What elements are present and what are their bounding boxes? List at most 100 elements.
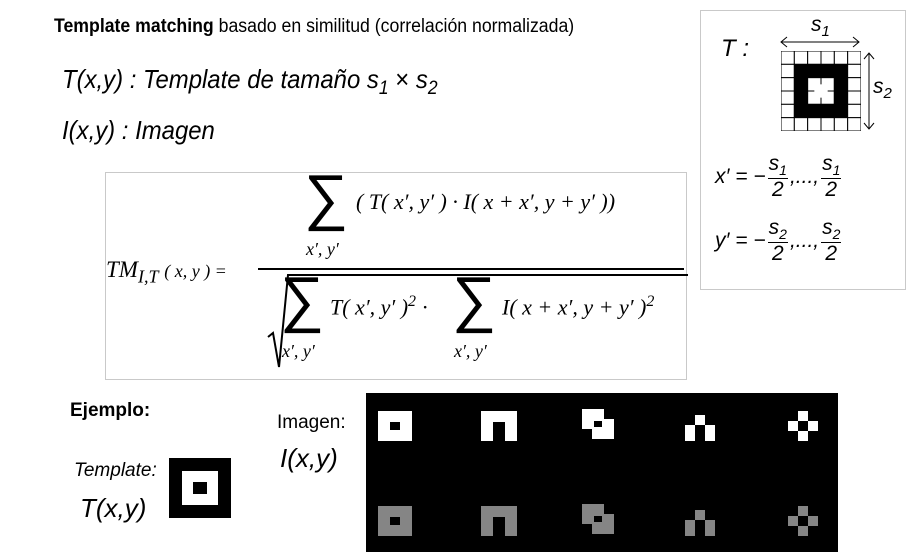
den-exp-1: 2	[408, 293, 417, 310]
grid-center-cell	[814, 84, 828, 98]
grid-cell	[833, 51, 849, 65]
sum-symbol-numerator: ∑	[304, 163, 349, 232]
sum-symbol-den-2: ∑	[452, 265, 497, 334]
numerator-term: ( T( x′, y′ ) · I( x + x′, y + y′ ))	[356, 189, 616, 214]
grid-cell	[820, 117, 835, 131]
x-frac-left: s1 2	[767, 152, 788, 201]
grid-cell	[781, 90, 795, 105]
s1-dim-sub: 1	[821, 23, 830, 41]
s2-dimension-label: s2	[873, 75, 892, 102]
fraction-bar	[258, 268, 684, 270]
template-example-label: Template:	[74, 460, 157, 481]
shape-checker-top	[788, 411, 818, 441]
grid-cell	[833, 77, 849, 92]
grid-cell	[833, 117, 849, 131]
x-prime-range: x′ = − s1 2 ,..., s1 2	[715, 152, 843, 201]
s1-arrow	[780, 36, 860, 48]
grid-cell	[793, 63, 809, 79]
shape-offset-squares-top	[582, 409, 614, 439]
s2-dim-sub: 2	[883, 85, 892, 103]
x-frac-left-den: 2	[771, 177, 784, 201]
grid-cell	[807, 51, 822, 65]
example-image-panel	[366, 393, 838, 552]
template-definition-text: T(x,y) : Template de tamaño	[62, 64, 361, 94]
grid-cell	[793, 51, 809, 65]
example-shapes	[378, 409, 818, 536]
s1-dim-symbol: s	[811, 13, 822, 36]
grid-cell	[781, 63, 795, 79]
den-term-2: I( x + x′, y + y′ )2	[502, 293, 654, 320]
x-prime-eq: x′ = −	[715, 164, 766, 188]
s2-subscript: 2	[427, 78, 438, 100]
template-example-image	[169, 458, 231, 518]
grid-cell	[793, 90, 809, 105]
grid-cell	[847, 51, 861, 65]
s2-arrow	[863, 52, 875, 130]
den-dot: ·	[421, 294, 429, 320]
grid-cell	[833, 90, 849, 105]
shape-arch-bottom	[481, 506, 517, 536]
formula-box: TMI,T ( x, y ) = ∑ x′, y′ ( T( x′, y′ ) …	[105, 167, 688, 380]
y-frac-left-sub: 2	[779, 226, 787, 243]
grid-cell	[781, 77, 795, 92]
image-definition: I(x,y) : Imagen	[62, 115, 215, 145]
sum-index-den-1: x′, y′	[282, 341, 315, 361]
x-frac-right: s1 2	[821, 152, 842, 201]
grid-cell	[847, 103, 861, 119]
s1-symbol: s	[366, 64, 379, 94]
sum-symbol-den-1: ∑	[280, 265, 325, 334]
title-rest: basado en similitud (correlación normali…	[218, 16, 575, 37]
y-prime-eq: y′ = −	[715, 228, 766, 252]
grid-cell	[847, 90, 861, 105]
shape-steps-top	[685, 415, 715, 441]
y-ellipsis: ,...,	[789, 228, 820, 252]
image-example-func: I(x,y)	[280, 443, 338, 473]
y-frac-right: s2 2	[821, 216, 842, 265]
y-frac-right-sub: 2	[832, 226, 841, 243]
grid-cell	[847, 77, 861, 92]
times-symbol: ×	[395, 64, 410, 94]
sqrt-symbol	[267, 274, 688, 368]
shape-offset-squares-bottom	[582, 504, 614, 534]
example-label: Ejemplo:	[70, 400, 151, 421]
title-bold: Template matching	[54, 16, 214, 37]
grid-cell	[793, 77, 809, 92]
grid-cell	[781, 51, 795, 65]
grid-cell	[781, 103, 795, 119]
y-frac-right-s: s	[822, 216, 833, 239]
y-frac-left-s: s	[768, 216, 780, 239]
grid-cell	[833, 63, 849, 79]
x-frac-right-sub: 1	[832, 162, 841, 179]
s2-symbol: s	[415, 64, 428, 94]
grid-cell	[793, 103, 809, 119]
x-frac-left-sub: 1	[779, 162, 787, 179]
grid-cell	[807, 103, 822, 119]
x-frac-left-s: s	[768, 152, 780, 175]
den-term-2-text: I( x + x′, y + y′ )	[502, 294, 647, 320]
x-frac-right-s: s	[822, 152, 833, 175]
shape-arch-top	[481, 411, 517, 441]
shape-square-ring-top	[378, 411, 412, 441]
image-example-label: Imagen:	[277, 412, 346, 433]
side-template-label: T :	[721, 35, 749, 62]
formula-lhs-args: ( x, y ) =	[164, 261, 227, 281]
y-frac-right-den: 2	[825, 241, 838, 265]
den-exp-2: 2	[646, 293, 655, 310]
shape-steps-bottom	[685, 510, 715, 536]
formula-lhs-name: TM	[106, 257, 138, 282]
sum-index-den-2: x′, y′	[454, 341, 487, 361]
template-example-func: T(x,y)	[80, 493, 147, 523]
formula-lhs-sub: I,T	[137, 266, 159, 287]
den-term-1: T( x′, y′ )2 ·	[330, 293, 429, 320]
grid-cell	[847, 63, 861, 79]
y-frac-left: s2 2	[767, 216, 788, 265]
y-frac-left-den: 2	[771, 241, 784, 265]
s1-dimension-label: s1	[811, 13, 830, 40]
y-prime-range: y′ = − s2 2 ,..., s2 2	[715, 216, 843, 265]
den-term-1-text: T( x′, y′ )	[330, 294, 409, 320]
grid-cell	[833, 103, 849, 119]
template-size-panel: T : s1 s2 x′ = − s1 2 ,..., s1 2 y′ = − …	[700, 10, 906, 290]
grid-cell	[807, 63, 822, 79]
grid-cell	[781, 117, 795, 131]
shape-checker-bottom	[788, 506, 818, 536]
